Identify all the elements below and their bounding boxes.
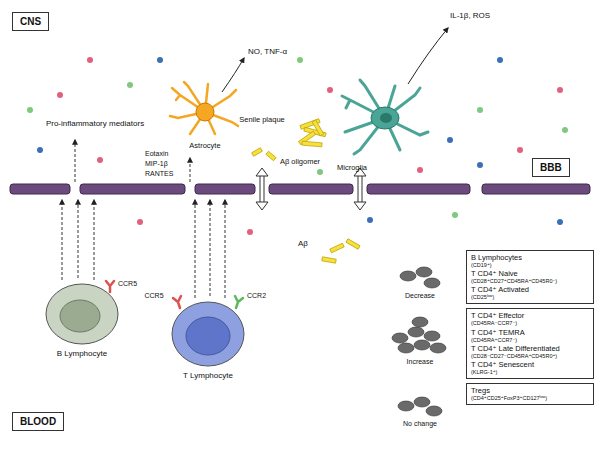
mediator-label: IL-1β, ROS — [450, 12, 490, 21]
chemokine-label: Eotaxin — [145, 150, 168, 158]
cell-label: T Lymphocyte — [183, 372, 233, 381]
cell-label: B Lymphocyte — [57, 350, 107, 359]
region-name: CNS — [20, 16, 41, 27]
marker-text: (CD19⁺) — [471, 262, 589, 269]
marker-text: (KLRG-1⁺) — [471, 369, 589, 376]
region-tag: BLOOD — [12, 412, 64, 431]
region-tag: BBB — [532, 158, 570, 177]
cell-cluster — [392, 267, 446, 416]
population-name: T CD4⁺ TEMRA — [471, 328, 589, 337]
b-lymphocyte-cell — [46, 281, 118, 344]
population-name: T CD4⁺ Naive — [471, 269, 589, 278]
marker-text: (CD25ˡᵒʷ) — [471, 294, 589, 301]
marker-text: (CD45RA⁺CCR7⁻) — [471, 337, 589, 344]
senile-plaque — [298, 119, 326, 147]
population-name: T CD4⁺ Activated — [471, 285, 589, 294]
population-name: T CD4⁺ Late Differentiated — [471, 344, 589, 353]
mediator-label: NO, TNF-α — [248, 48, 287, 57]
region-name: BLOOD — [20, 416, 56, 427]
chemokine-label: MIP-1β — [145, 160, 168, 168]
population-box: B Lymphocytes(CD19⁺)T CD4⁺ Naive(CD28⁺CD… — [466, 250, 594, 304]
population-name: T CD4⁺ Effector — [471, 311, 589, 320]
region-tag: CNS — [12, 12, 49, 31]
transport-arrow — [256, 168, 366, 210]
change-label: Increase — [407, 358, 434, 366]
mediator-dots — [27, 57, 568, 235]
amyloid-label: Aβ — [298, 240, 308, 249]
migration-arrow — [62, 140, 225, 298]
receptor-label: CCR5 — [118, 280, 137, 288]
plaque-label: Senile plaque — [239, 116, 284, 124]
population-name: B Lymphocytes — [471, 253, 589, 262]
change-label: No change — [403, 420, 437, 428]
mediator-label: Pro-inflammatory mediators — [46, 120, 144, 129]
change-label: Decrease — [405, 292, 435, 300]
microglia-cell — [342, 28, 448, 154]
receptor-label: CCR5 — [144, 292, 163, 300]
oligomer-label: Aβ oligomer — [280, 158, 320, 166]
astrocyte-cell — [170, 58, 244, 134]
cell-label: Astrocyte — [189, 142, 220, 150]
marker-text: (CD4⁺CD25⁺FoxP3⁺CD127ˡᵒʷ) — [471, 395, 589, 402]
cell-label: Microglia — [337, 164, 367, 172]
marker-text: (CD28⁻CD27⁻CD45RA⁺CD45R0⁺) — [471, 353, 589, 360]
receptor-label: CCR2 — [247, 292, 266, 300]
population-name: Tregs — [471, 386, 589, 395]
region-name: BBB — [540, 162, 562, 173]
chemokine-label: RANTES — [145, 170, 173, 178]
blood-brain-barrier — [10, 184, 590, 194]
t-lymphocyte-cell — [172, 296, 244, 366]
population-box: Tregs(CD4⁺CD25⁺FoxP3⁺CD127ˡᵒʷ) — [466, 383, 594, 405]
population-name: T CD4⁺ Senescent — [471, 360, 589, 369]
marker-text: (CD45RA⁻CCR7⁻) — [471, 320, 589, 327]
marker-text: (CD28⁺CD27⁺CD45RA⁺CD45R0⁻) — [471, 278, 589, 285]
population-box: T CD4⁺ Effector(CD45RA⁻CCR7⁻)T CD4⁺ TEMR… — [466, 308, 594, 379]
